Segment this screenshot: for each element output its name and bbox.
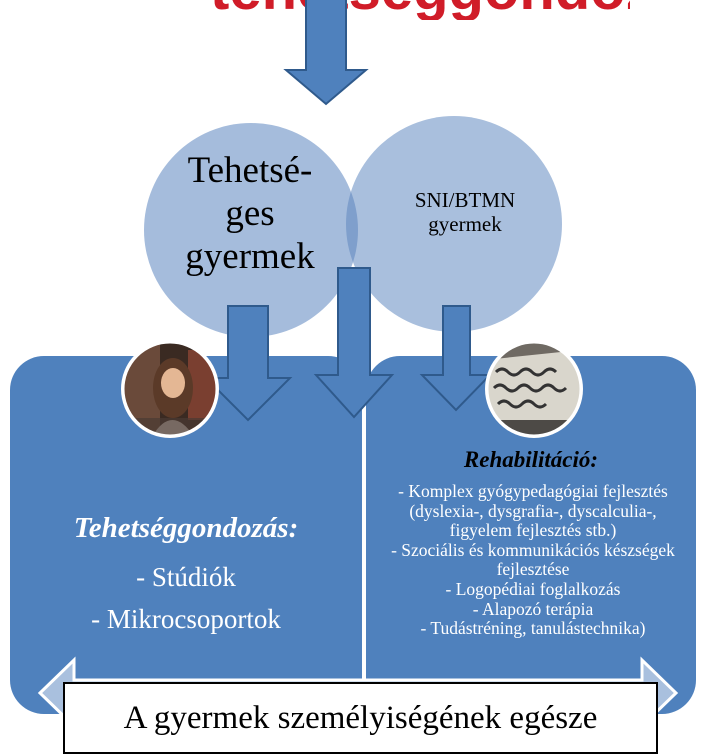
top-arrow-icon [283, 0, 369, 106]
right-panel-list: - Komplex gyógypedagógiai fejlesztés (dy… [378, 482, 688, 670]
list-item: - Tudástréning, tanulástechnika) [420, 618, 646, 639]
list-item: - Szociális és kommunikációs készségek f… [391, 539, 675, 580]
right-circle-line: gyermek [428, 212, 502, 237]
list-item: - Komplex gyógypedagógiai fejlesztés (dy… [398, 482, 668, 541]
list-item: - Alapozó terápia [472, 598, 594, 619]
left-circle-line: gyermek [185, 235, 315, 277]
right-panel-heading: Rehabilitáció: [463, 447, 599, 472]
left-panel-heading: Tehetséggondozás: [73, 512, 299, 544]
right-down-arrow-icon [419, 305, 493, 412]
left-circle-label: Tehetsé- ges gyermek [170, 150, 330, 279]
left-down-arrow-icon [203, 305, 293, 422]
left-circle-line: ges [225, 192, 275, 234]
right-circle-label: SNI/BTMN gyermek [376, 188, 554, 237]
left-circle-line: Tehetsé- [187, 150, 313, 191]
list-item: - Stúdiók [136, 562, 236, 592]
left-panel-list: - Stúdiók - Mikrocsoportok [10, 557, 362, 641]
list-item: - Logopédiai foglalkozás [445, 578, 621, 599]
center-down-arrow-icon [313, 267, 395, 419]
right-circle-line: SNI/BTMN [414, 188, 516, 212]
bottom-label-box: A gyermek személyiségének egésze [63, 682, 658, 754]
handwritten-sign-photo-icon [485, 340, 583, 438]
list-item: - Mikrocsoportok [91, 603, 281, 634]
left-circle [144, 123, 358, 337]
right-circle [346, 116, 562, 332]
